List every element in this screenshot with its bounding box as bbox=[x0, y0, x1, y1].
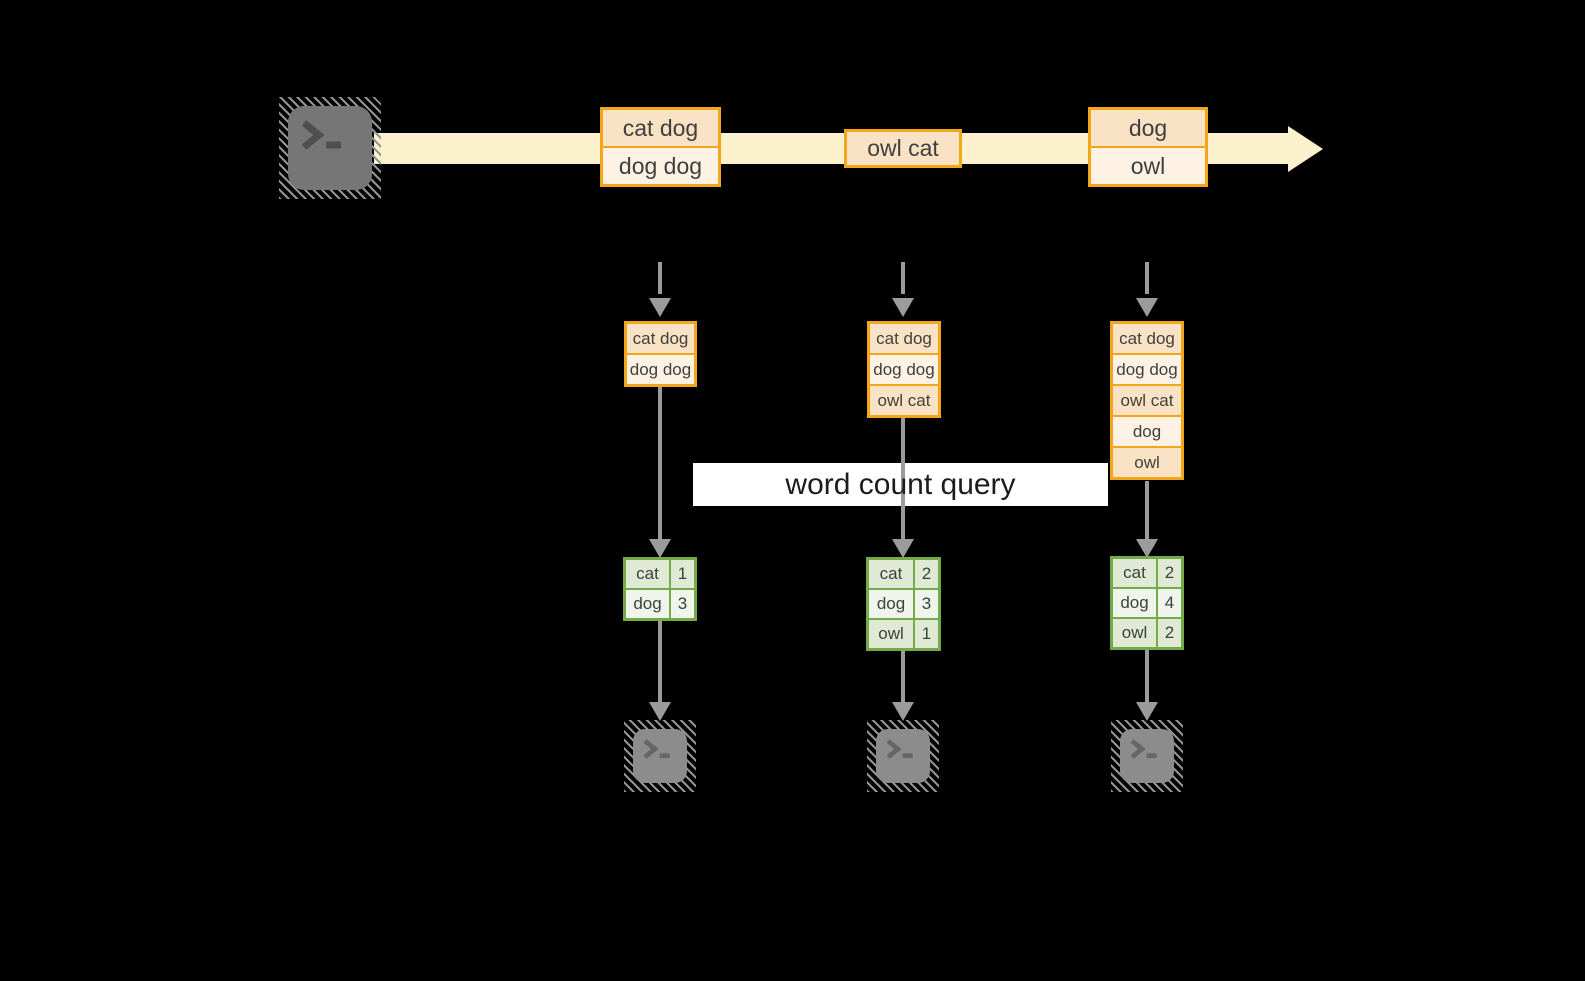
output-arrow-stem bbox=[658, 621, 662, 702]
state-cell: owl bbox=[1113, 448, 1181, 477]
terminal-icon bbox=[867, 720, 939, 792]
event-cell: owl cat bbox=[847, 132, 959, 165]
query-arrowhead bbox=[892, 539, 914, 558]
count-cell: 3 bbox=[671, 590, 694, 618]
event-cell: dog bbox=[1091, 110, 1205, 146]
event-cell: owl bbox=[1091, 148, 1205, 184]
prompt-glyph-icon bbox=[301, 120, 341, 150]
result-table-2: cat 2 dog 3 owl 1 bbox=[866, 557, 941, 651]
trigger-arrowhead bbox=[892, 298, 914, 317]
state-cell: owl cat bbox=[1113, 386, 1181, 415]
state-cell: owl cat bbox=[870, 386, 938, 415]
table-row: cat 2 bbox=[1113, 559, 1181, 587]
terminal-face bbox=[876, 729, 930, 783]
input-state-box-3: cat dog dog dog owl cat dog owl bbox=[1110, 321, 1184, 480]
table-row: dog 3 bbox=[626, 590, 694, 618]
output-arrowhead bbox=[649, 702, 671, 721]
table-row: dog 3 bbox=[869, 590, 938, 618]
word-cell: owl bbox=[869, 620, 913, 648]
query-arrow-stem bbox=[658, 387, 662, 539]
count-cell: 4 bbox=[1158, 589, 1181, 617]
query-arrow-stem bbox=[1145, 481, 1149, 539]
trigger-arrow-dash bbox=[1145, 262, 1149, 294]
terminal-icon bbox=[279, 97, 381, 199]
state-cell: cat dog bbox=[627, 324, 694, 353]
trigger-arrowhead bbox=[1136, 298, 1158, 317]
table-row: dog 4 bbox=[1113, 589, 1181, 617]
query-arrowhead bbox=[1136, 539, 1158, 558]
prompt-glyph-icon bbox=[1130, 739, 1157, 759]
word-cell: dog bbox=[869, 590, 913, 618]
state-cell: cat dog bbox=[1113, 324, 1181, 353]
stream-batch-3: dog owl bbox=[1088, 107, 1208, 187]
query-arrowhead bbox=[649, 539, 671, 558]
count-cell: 2 bbox=[1158, 619, 1181, 647]
count-cell: 3 bbox=[915, 590, 938, 618]
result-table-1: cat 1 dog 3 bbox=[623, 557, 697, 621]
state-cell: dog dog bbox=[627, 355, 694, 384]
output-arrow-stem bbox=[1145, 650, 1149, 702]
terminal-face bbox=[1120, 729, 1174, 783]
terminal-icon bbox=[1111, 720, 1183, 792]
word-cell: owl bbox=[1113, 619, 1156, 647]
table-row: owl 2 bbox=[1113, 619, 1181, 647]
stream-batch-1: cat dog dog dog bbox=[600, 107, 721, 187]
query-label: word count query bbox=[785, 467, 1016, 501]
state-cell: cat dog bbox=[870, 324, 938, 353]
event-cell: dog dog bbox=[603, 148, 718, 184]
table-row: cat 2 bbox=[869, 560, 938, 588]
input-state-box-2: cat dog dog dog owl cat bbox=[867, 321, 941, 418]
output-arrow-stem bbox=[901, 651, 905, 702]
prompt-glyph-icon bbox=[643, 739, 670, 759]
state-cell: dog bbox=[1113, 417, 1181, 446]
count-cell: 1 bbox=[671, 560, 694, 588]
query-label-background bbox=[693, 463, 1108, 506]
query-arrow-stem bbox=[901, 418, 905, 539]
count-cell: 2 bbox=[1158, 559, 1181, 587]
result-table-3: cat 2 dog 4 owl 2 bbox=[1110, 556, 1184, 650]
state-cell: dog dog bbox=[870, 355, 938, 384]
trigger-arrow-dash bbox=[901, 262, 905, 294]
output-arrowhead bbox=[1136, 702, 1158, 721]
state-cell: dog dog bbox=[1113, 355, 1181, 384]
terminal-face bbox=[288, 106, 372, 190]
table-row: owl 1 bbox=[869, 620, 938, 648]
terminal-face bbox=[633, 729, 687, 783]
event-cell: cat dog bbox=[603, 110, 718, 146]
word-cell: dog bbox=[626, 590, 669, 618]
word-cell: cat bbox=[869, 560, 913, 588]
terminal-icon bbox=[624, 720, 696, 792]
word-cell: dog bbox=[1113, 589, 1156, 617]
table-row: cat 1 bbox=[626, 560, 694, 588]
stream-arrowhead bbox=[1288, 126, 1323, 172]
count-cell: 2 bbox=[915, 560, 938, 588]
input-state-box-1: cat dog dog dog bbox=[624, 321, 697, 387]
prompt-glyph-icon bbox=[886, 739, 913, 759]
count-cell: 1 bbox=[915, 620, 938, 648]
word-cell: cat bbox=[1113, 559, 1156, 587]
stream-batch-2: owl cat bbox=[844, 129, 962, 168]
trigger-arrowhead bbox=[649, 298, 671, 317]
trigger-arrow-dash bbox=[658, 262, 662, 294]
output-arrowhead bbox=[892, 702, 914, 721]
word-cell: cat bbox=[626, 560, 669, 588]
